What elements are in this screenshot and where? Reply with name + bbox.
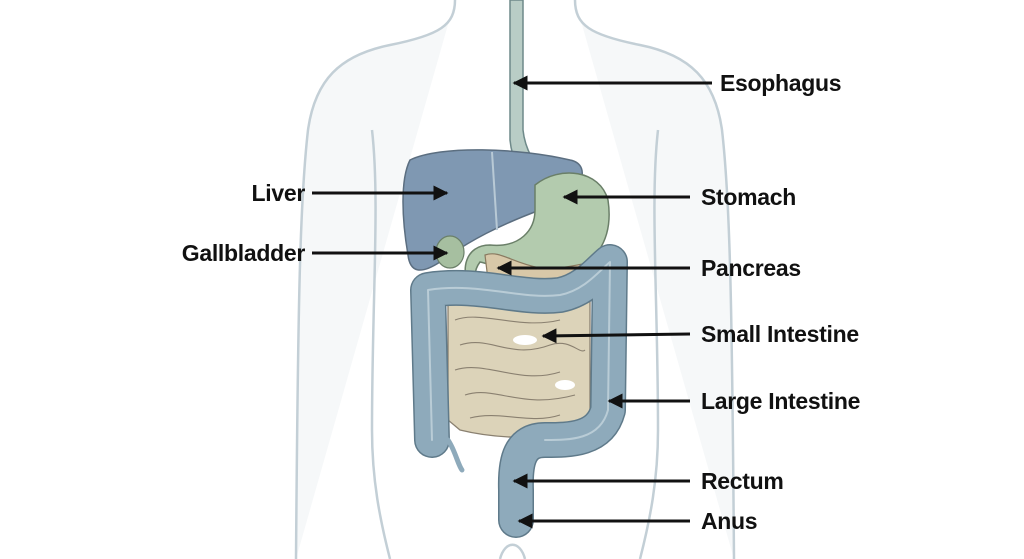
label-pancreas: Pancreas <box>701 255 801 281</box>
body-silhouette <box>294 0 736 559</box>
large-intestine-shape <box>410 244 628 538</box>
arrow-small-intestine <box>541 328 691 344</box>
label-rectum: Rectum <box>701 468 784 494</box>
label-small-intestine: Small Intestine <box>701 321 859 347</box>
leader-arrows <box>312 75 712 529</box>
label-liver: Liver <box>251 180 306 206</box>
small-intestine-shape <box>447 295 591 439</box>
label-gallbladder: Gallbladder <box>181 240 306 266</box>
label-anus: Anus <box>701 508 758 534</box>
label-stomach: Stomach <box>701 184 797 210</box>
label-large-intestine: Large Intestine <box>701 388 861 414</box>
label-esophagus: Esophagus <box>720 70 842 96</box>
